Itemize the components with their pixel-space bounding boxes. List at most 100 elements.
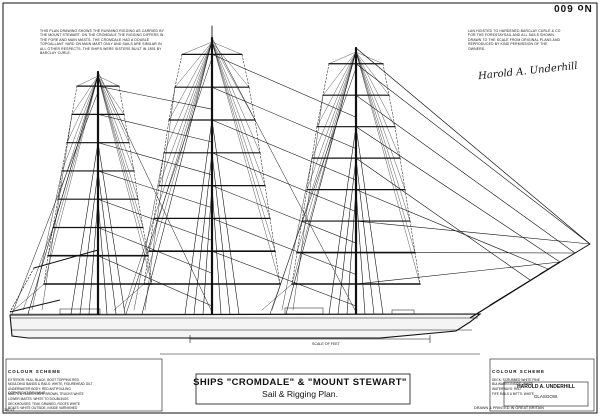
main-sail-leech <box>269 218 276 252</box>
fore-lift <box>355 51 421 285</box>
fore-shroud <box>337 157 357 315</box>
plan-title: SHIPS "CROMDALE" & "MOUNT STEWART" <box>193 377 407 388</box>
mizzen-sail-leech <box>71 85 78 115</box>
main-shroud <box>211 152 231 315</box>
main-brace <box>133 152 165 311</box>
stay <box>97 114 213 143</box>
mizzen-sail-leech <box>133 170 139 200</box>
scale-note: 1/8"=1' <box>4 408 16 412</box>
main-sail-leech <box>254 119 261 154</box>
spanker-boom <box>9 299 61 313</box>
mizzen-brace <box>31 170 63 311</box>
fore-brace <box>281 157 313 311</box>
main-lift <box>168 41 213 121</box>
copyright-label: COPYRIGHT DRAWING <box>8 391 46 395</box>
mizzen-sail-leech <box>118 85 125 115</box>
mizzen-lift <box>97 75 144 228</box>
main-sail-leech <box>168 86 176 121</box>
fore-sail-leech <box>296 220 303 253</box>
drawing-number: No 600 <box>553 2 592 13</box>
headstay <box>355 126 561 263</box>
maker-name: HAROLD A. UNDERHILL <box>517 384 575 390</box>
main-sail-leech <box>174 54 183 88</box>
fore-lift <box>355 51 411 222</box>
stay <box>211 218 357 275</box>
mizzen-sail-leech <box>137 198 144 228</box>
mizzen-sail-leech <box>123 114 130 143</box>
main-shroud <box>193 152 213 315</box>
mizzen-lift <box>97 75 135 172</box>
main-brace <box>113 283 145 311</box>
fore-lift <box>316 51 357 127</box>
main-brace <box>144 86 176 311</box>
hull <box>9 243 591 339</box>
mizzen-lift <box>97 75 149 256</box>
fore-sail-leech <box>409 220 416 253</box>
main-backstay <box>125 57 213 315</box>
rigging-lines <box>9 25 591 316</box>
stay <box>211 37 357 313</box>
colour-scheme-right: COLOUR SCHEME DECK: SCRUBBED WHITE PINE … <box>492 361 592 396</box>
main-sail-leech <box>274 250 281 285</box>
fore-lift <box>322 51 357 96</box>
fore-sail-leech <box>322 63 330 96</box>
fore-lift <box>355 51 406 190</box>
main-lift <box>211 41 266 186</box>
mizzen-shroud <box>79 170 99 315</box>
headstay <box>355 63 591 245</box>
stay <box>97 85 213 110</box>
fore-lift <box>355 51 401 159</box>
mizzen-lift <box>61 75 99 172</box>
fore-sail-leech <box>301 189 308 222</box>
scale-label: SCALE OF FEET <box>312 342 340 346</box>
mizzen-sail-leech <box>61 142 68 172</box>
mizzen-sail-leech <box>43 255 49 285</box>
mizzen-lift <box>97 75 139 200</box>
mizzen-sail-leech <box>147 255 153 285</box>
fore-shroud <box>346 189 357 315</box>
maker-place: GLASGOW. <box>533 394 559 399</box>
main-backstay <box>141 40 213 315</box>
main-lift <box>174 41 213 88</box>
fore-sail-leech <box>316 94 324 127</box>
mizzen-sail-leech <box>128 142 135 172</box>
mizzen-backstay <box>11 91 99 315</box>
colour-scheme-left-line: LOWER MASTS: WHITE TO DOUBLINGS <box>8 396 69 401</box>
fore-backstay <box>285 50 357 315</box>
mizzen-lift <box>71 75 99 115</box>
fore-sail-leech <box>394 126 401 159</box>
mizzen-shroud <box>70 142 99 315</box>
main-shroud <box>184 119 213 315</box>
main-sail-leech <box>158 152 165 186</box>
mizzen-sail-leech <box>142 227 149 256</box>
print-note: DRAWN & PRINTED IN GREAT BRITAIN <box>474 406 544 410</box>
deckhouse-fwd <box>391 309 415 315</box>
fore-backstay <box>269 67 357 315</box>
colour-scheme-left-line: MOULDING BANDS & RAILS: WHITE, FIGUREHEA… <box>8 382 93 387</box>
stay <box>211 152 357 212</box>
main-sail-leech <box>248 86 256 121</box>
fore-lift <box>355 51 396 127</box>
spanker-gaff <box>33 249 99 269</box>
main-sail-leech <box>264 185 271 219</box>
main-lift <box>211 41 281 285</box>
note-right: LAN HOISTED TO HARDENED BARCLAY CURLE & … <box>468 29 561 51</box>
jibboom <box>539 243 591 275</box>
mizzen-backstay <box>27 74 99 315</box>
plan-subtitle: Sail & Rigging Plan. <box>262 389 338 399</box>
main-lift <box>211 41 243 55</box>
mizzen-brace <box>41 114 73 311</box>
fore-brace <box>261 283 293 311</box>
fore-shroud <box>355 189 366 315</box>
main-lift <box>211 41 276 252</box>
headstay <box>355 94 576 254</box>
mizzen-sail-leech <box>52 198 59 228</box>
colour-scheme-right-line: FIFE RAILS & BITTS: WHITE <box>492 391 534 396</box>
headstay <box>355 47 591 245</box>
main-sail-leech <box>148 218 155 252</box>
spanker-leech <box>9 267 35 313</box>
main-lift <box>181 41 213 55</box>
